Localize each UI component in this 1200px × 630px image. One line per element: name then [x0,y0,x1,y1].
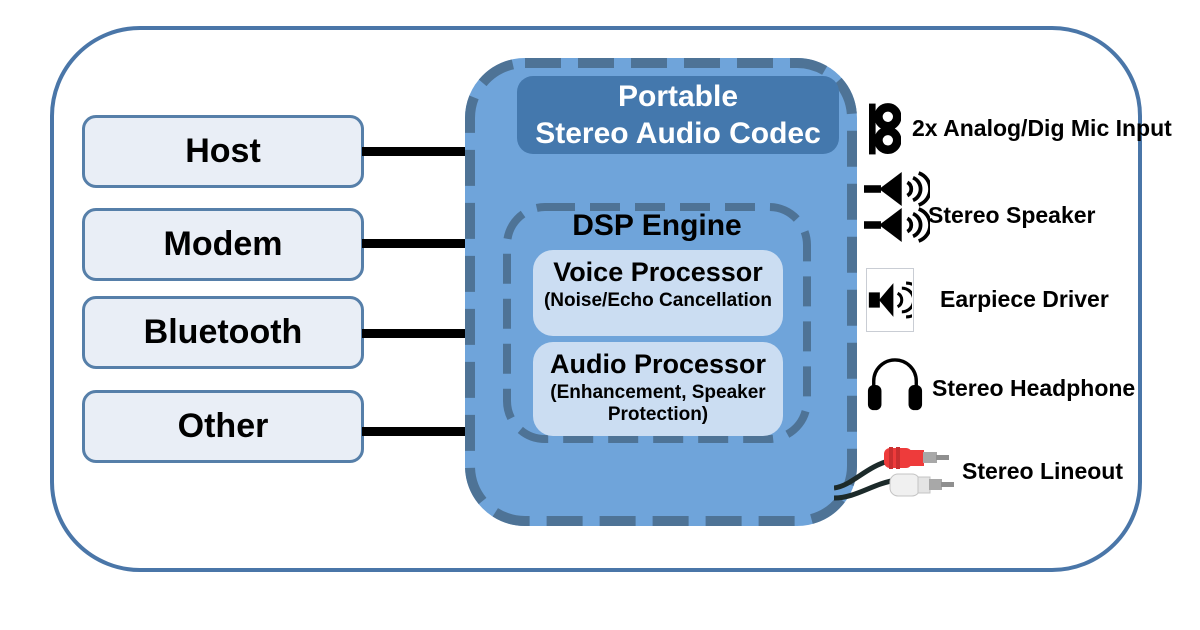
audio-processor-title: Audio Processor [549,349,767,379]
dsp-engine-box: DSP Engine Voice Processor (Noise/Echo C… [503,203,811,443]
codec-title: Portable Stereo Audio Codec [517,76,839,154]
stereo-lineout-label: Stereo Lineout [962,458,1124,484]
connector-line-bluetooth [362,329,474,338]
mic-input-label: 2x Analog/Dig Mic Input [912,115,1172,141]
earpiece-driver-label: Earpiece Driver [940,286,1109,312]
stereo-speaker-icon [864,207,930,243]
stereo-speaker-icon [864,171,930,207]
stereo-speaker-label: Stereo Speaker [928,202,1096,228]
earpiece-speaker-icon [866,268,914,332]
voice-processor-title: Voice Processor [553,257,763,287]
source-label-modem: Modem [163,225,283,263]
source-label-bluetooth: Bluetooth [143,313,303,351]
dsp-dashed-border [503,203,811,443]
source-label-host: Host [185,132,261,170]
audio-processor-subtitle: (Enhancement, Speaker Protection) [550,381,766,425]
source-box-other: Other [82,390,364,463]
source-box-host: Host [82,115,364,188]
stereo-headphone-label: Stereo Headphone [932,375,1136,401]
voice-processor-box: Voice Processor (Noise/Echo Cancellation [533,250,783,336]
codec-dashed-border [465,58,857,526]
connector-line-host [362,147,474,156]
dsp-engine-title: DSP Engine [572,209,742,242]
voice-processor-subtitle: (Noise/Echo Cancellation [543,289,773,311]
codec-title-line2: Stereo Audio Codec [535,117,821,150]
codec-title-line1: Portable [617,79,739,113]
microphone-icon [869,103,901,155]
headphone-icon [867,358,923,411]
audio-processor-box: Audio Processor (Enhancement, Speaker Pr… [533,342,783,436]
codec-block: Portable Stereo Audio Codec DSP Engine V… [465,58,857,526]
connector-line-other [362,427,474,436]
connector-line-modem [362,239,474,248]
source-box-bluetooth: Bluetooth [82,296,364,369]
rca-cable-icon [834,447,954,501]
source-label-other: Other [177,407,269,445]
source-box-modem: Modem [82,208,364,281]
